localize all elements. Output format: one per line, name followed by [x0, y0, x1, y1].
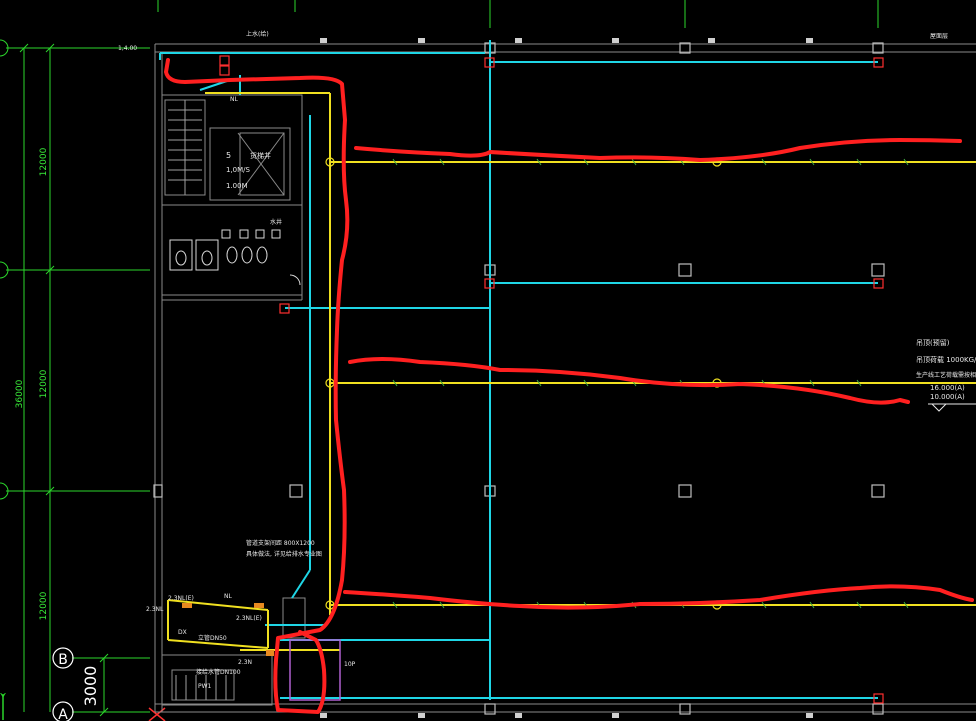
load-note-elev2: 10.000(A): [930, 393, 965, 401]
bl-label-8: 接给水管DN100: [196, 668, 241, 676]
label-water-top: 上水(给): [246, 30, 269, 38]
shaft-label-b: 1,0M/S: [226, 166, 251, 174]
bl-label-3: 2.3NL: [146, 606, 164, 613]
svg-text:B: B: [58, 652, 68, 668]
svg-text:A: A: [58, 707, 68, 721]
stair-treads: [168, 100, 227, 700]
wall-markers: [320, 38, 813, 718]
label-wc: 水井: [270, 218, 282, 226]
shaft-label-a: 5: [226, 151, 231, 160]
bl-label-7: 2.3N: [238, 659, 252, 666]
bl-label-1: 2.3NL(E): [168, 595, 194, 602]
yellow-valves: [325, 157, 722, 610]
structural-columns: [153, 42, 885, 715]
shaft-label-c: 1.00M: [226, 182, 248, 190]
pipe-note-1: 管道支架间距 800X1200: [246, 539, 315, 547]
red-markup-strokes: [164, 58, 974, 714]
label-nl-top: NL: [230, 96, 238, 103]
axis-bubble-row3: [0, 482, 9, 500]
building-walls: [154, 43, 976, 713]
dim-bottom-span: 3000: [81, 666, 100, 707]
bl-label-5: DX: [178, 629, 187, 636]
axis-bubble-row1: [0, 39, 9, 57]
bl-label-2: NL: [224, 593, 232, 600]
svg-text:Y: Y: [0, 692, 6, 703]
bl-label-4: 2.3NL(E): [236, 615, 262, 622]
dim-span-3: 12000: [39, 591, 49, 620]
load-note-elev1: 16.000(A): [930, 384, 965, 392]
equipment-blocks: [182, 603, 274, 656]
dim-span-2: 12000: [39, 369, 49, 398]
load-note-title: 吊顶(预留): [916, 338, 950, 347]
dimension-ticks: [19, 43, 109, 717]
drawing-labels: 吊顶(预留) 吊顶荷载 1000KG/m 生产线工艺荷载需按相关规范, 16.0…: [118, 30, 976, 690]
axis-bubble-a: A: [52, 701, 74, 721]
toilet-fixtures: [169, 229, 301, 286]
axis-bubble-b: B: [52, 647, 74, 669]
dim-span-1: 12000: [39, 147, 49, 176]
axis-bubble-row2: [0, 261, 9, 279]
bl-label-6: 立管DN50: [198, 634, 227, 642]
pipe-note-2: 具体做法, 详见给排水专业图: [246, 550, 322, 558]
label-tube-top: 1,4.00: [118, 45, 137, 52]
load-note-load: 吊顶荷载 1000KG/m: [916, 355, 976, 364]
elevation-marker: [928, 403, 976, 412]
grid-lines: [6, 0, 879, 713]
bl-label-9: PW1: [198, 683, 212, 690]
shaft-label-d: 货梯井: [250, 151, 271, 160]
bl-label-10: 10P: [344, 661, 356, 668]
pipe-end-fittings: [219, 55, 884, 704]
label-upper-right: 屋面层: [930, 33, 948, 40]
load-note-text: 生产线工艺荷载需按相关规范,: [916, 371, 976, 379]
dim-left-total: 36000: [15, 379, 25, 408]
